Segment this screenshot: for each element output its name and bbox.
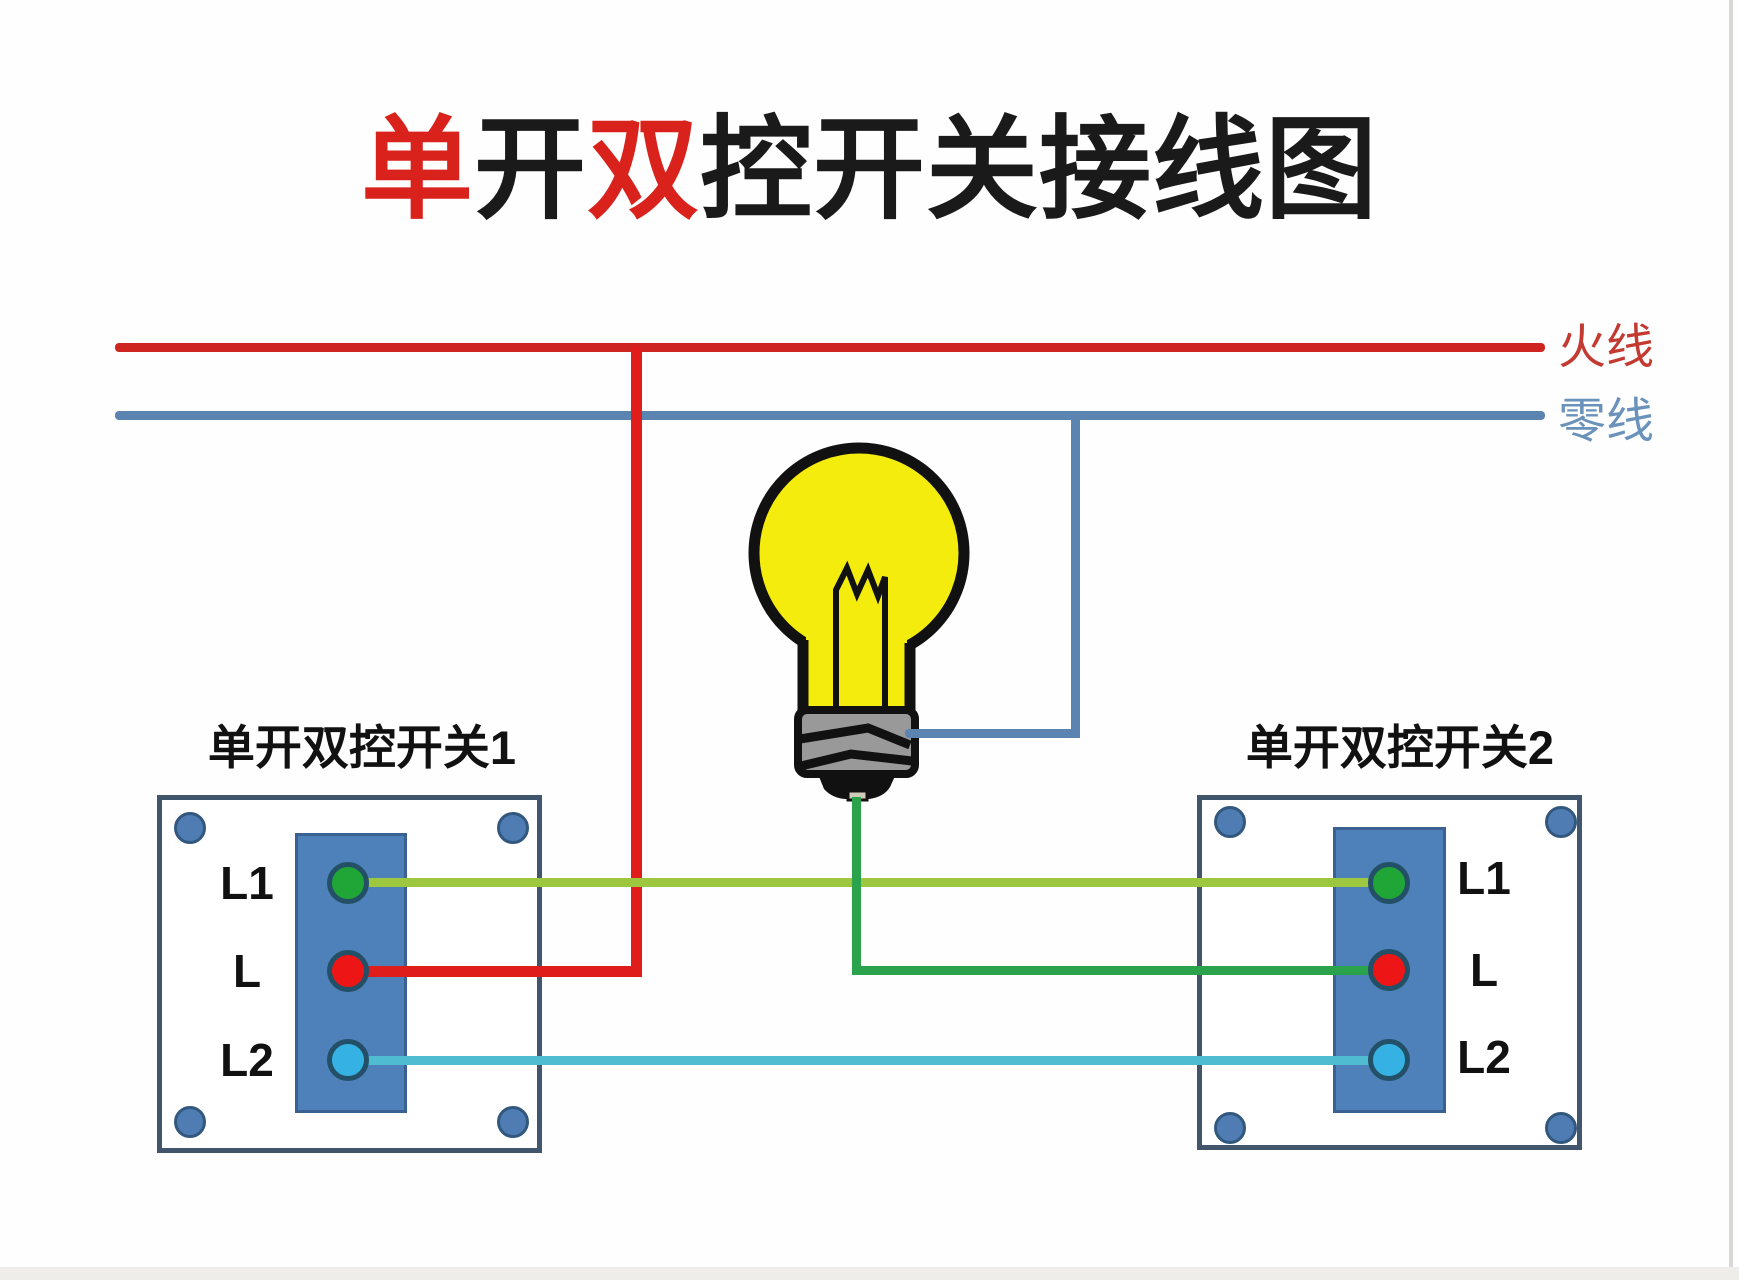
l2-wire xyxy=(350,1056,1389,1065)
switch-2-screw-bottom-left xyxy=(1214,1112,1246,1144)
bulb-filament xyxy=(833,560,888,706)
switch-1-screw-top-left xyxy=(174,812,206,844)
switch-2-screw-top-right xyxy=(1545,806,1577,838)
switch-2-title: 单开双控开关2 xyxy=(1245,721,1555,774)
switch-1-terminal-l xyxy=(327,950,369,992)
bulb-neck xyxy=(806,600,907,716)
neutral-wire-label: 零线 xyxy=(1558,395,1655,448)
switch-1-screw-bottom-left xyxy=(174,1106,206,1138)
title-seg-1: 单 xyxy=(361,107,474,232)
switch-2-screw-top-left xyxy=(1214,806,1246,838)
switch-1-terminal-l2 xyxy=(327,1039,369,1081)
light-bulb xyxy=(748,442,970,802)
switch-2-screw-bottom-right xyxy=(1545,1112,1577,1144)
photo-edge-right xyxy=(1729,0,1733,1280)
switch-1-title: 单开双控开关1 xyxy=(207,721,517,774)
switch-1-screw-bottom-right xyxy=(497,1106,529,1138)
switch-2-terminal-l1 xyxy=(1368,862,1410,904)
live-wire-label: 火线 xyxy=(1558,321,1655,374)
neutral-wire-to-bulb xyxy=(905,729,1080,738)
title-seg-4: 控开关接线图 xyxy=(700,107,1378,232)
neutral-wire xyxy=(115,411,1545,420)
lamp-wire-drop xyxy=(852,797,861,975)
switch-1-label-l: L xyxy=(232,945,262,997)
lamp-wire-horizontal xyxy=(852,966,1389,975)
live-wire xyxy=(115,343,1545,352)
photo-edge-bottom xyxy=(0,1267,1739,1280)
l-wire-riser xyxy=(631,347,642,977)
switch-2-terminal-l xyxy=(1368,949,1410,991)
bulb-contact xyxy=(818,774,896,799)
switch-2-label-l1: L1 xyxy=(1457,852,1511,904)
page-title: 单开双控开关接线图 xyxy=(0,108,1739,231)
switch-1-terminal-l1 xyxy=(327,862,369,904)
neutral-wire-drop xyxy=(1071,413,1080,738)
title-seg-2: 开 xyxy=(474,107,587,232)
switch-2-label-l2: L2 xyxy=(1457,1031,1511,1083)
switch-1-screw-top-right xyxy=(497,812,529,844)
switch-2-label-l: L xyxy=(1469,944,1499,996)
switch-2-terminal-l2 xyxy=(1368,1039,1410,1081)
switch-1-label-l1: L1 xyxy=(220,857,274,909)
l1-wire xyxy=(350,878,1389,887)
title-seg-3: 双 xyxy=(587,107,700,232)
l-wire-horizontal xyxy=(348,966,638,977)
switch-1-label-l2: L2 xyxy=(220,1034,274,1086)
